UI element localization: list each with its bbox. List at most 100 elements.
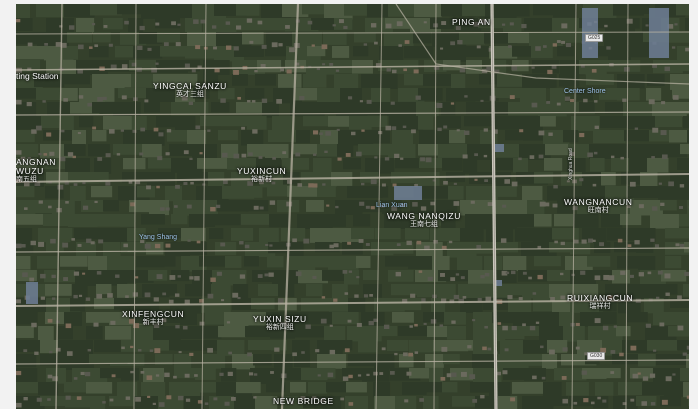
building bbox=[374, 41, 378, 45]
building bbox=[566, 180, 570, 183]
building bbox=[546, 101, 551, 104]
field-parcel bbox=[217, 200, 249, 212]
field-parcel bbox=[343, 158, 361, 170]
field-parcel bbox=[346, 382, 367, 393]
building bbox=[235, 25, 242, 30]
building bbox=[116, 153, 121, 156]
field-parcel bbox=[522, 396, 554, 409]
field-parcel bbox=[398, 326, 433, 337]
field-parcel bbox=[147, 172, 175, 186]
field-parcel bbox=[647, 340, 678, 351]
building bbox=[538, 154, 544, 159]
place-label-wang-nanqizu[interactable]: WANG NANQIZU 王南七组 bbox=[387, 211, 461, 228]
building bbox=[40, 273, 46, 279]
field-parcel bbox=[141, 382, 166, 398]
field-parcel bbox=[337, 144, 354, 157]
building bbox=[271, 42, 278, 48]
building bbox=[214, 68, 220, 73]
building bbox=[303, 238, 310, 244]
building bbox=[31, 322, 37, 328]
field-parcel bbox=[464, 116, 499, 127]
poi-label-lian-xuan[interactable]: Lian Xuan bbox=[376, 202, 408, 209]
building bbox=[199, 299, 204, 303]
place-label-new-bridge[interactable]: NEW BRIDGE bbox=[273, 396, 334, 406]
field-parcel bbox=[438, 144, 469, 158]
building bbox=[584, 352, 589, 356]
building bbox=[246, 18, 253, 23]
field-parcel bbox=[200, 116, 235, 127]
building bbox=[390, 371, 395, 375]
building bbox=[158, 132, 164, 137]
building bbox=[279, 322, 284, 326]
building bbox=[500, 238, 507, 243]
field-parcel bbox=[549, 242, 581, 253]
field-parcel bbox=[244, 256, 259, 267]
building bbox=[348, 270, 353, 273]
poi-label-yang-shang[interactable]: Yang Shang bbox=[139, 234, 178, 241]
place-label-xinfengcun[interactable]: XINFENGCUN 新丰村 bbox=[122, 309, 185, 326]
building bbox=[239, 274, 246, 279]
field-parcel bbox=[444, 312, 466, 325]
field-parcel bbox=[110, 354, 141, 366]
field-parcel bbox=[317, 354, 347, 369]
place-label-yingcai-sanzu[interactable]: YINGCAI SANZU 英才三组 bbox=[153, 81, 227, 98]
building bbox=[518, 157, 522, 161]
place-label-ping-an[interactable]: PING AN bbox=[452, 17, 491, 27]
place-label-ting-station[interactable]: ting Station bbox=[16, 71, 59, 81]
field-parcel bbox=[363, 130, 391, 144]
field-parcel bbox=[266, 382, 286, 393]
field-parcel bbox=[489, 46, 518, 59]
field-parcel bbox=[660, 396, 682, 407]
building bbox=[200, 19, 206, 24]
building bbox=[181, 95, 188, 101]
field-parcel bbox=[89, 46, 109, 58]
satellite-map[interactable]: PING AN ting Station YINGCAI SANZU 英才三组 … bbox=[16, 4, 689, 409]
field-parcel bbox=[169, 144, 195, 156]
building bbox=[316, 67, 321, 71]
building bbox=[483, 128, 488, 132]
field-parcel bbox=[155, 354, 173, 366]
field-parcel bbox=[683, 116, 689, 129]
field-parcel bbox=[371, 242, 394, 256]
place-label-yuxin-sizu[interactable]: YUXIN SIZU 裕新四组 bbox=[253, 314, 307, 331]
building bbox=[72, 155, 76, 159]
field-parcel bbox=[267, 186, 288, 197]
place-label-wangnancun[interactable]: WANGNANCUN 旺南村 bbox=[564, 197, 633, 214]
field-parcel bbox=[547, 270, 578, 282]
building bbox=[34, 351, 39, 355]
field-parcel bbox=[232, 270, 247, 285]
field-parcel bbox=[16, 200, 36, 215]
building bbox=[219, 372, 224, 376]
place-label-angnan-wuzu[interactable]: ANGNAN WUZU 南五组 bbox=[16, 157, 56, 183]
field-parcel bbox=[522, 186, 543, 201]
building bbox=[169, 275, 176, 280]
field-parcel bbox=[121, 368, 139, 381]
building bbox=[30, 240, 36, 246]
field-parcel bbox=[404, 46, 434, 59]
building bbox=[160, 207, 165, 211]
field-parcel bbox=[198, 326, 222, 339]
field-parcel bbox=[303, 74, 327, 88]
field-parcel bbox=[16, 326, 34, 338]
building bbox=[94, 44, 99, 48]
building bbox=[580, 64, 585, 68]
field-parcel bbox=[189, 102, 209, 113]
field-parcel bbox=[498, 354, 529, 370]
field-parcel bbox=[169, 382, 201, 397]
building bbox=[385, 125, 392, 131]
place-label-yuxincun[interactable]: YUXINCUN 裕新村 bbox=[237, 166, 287, 183]
building bbox=[277, 298, 284, 304]
building bbox=[451, 372, 457, 377]
field-parcel bbox=[448, 186, 464, 200]
poi-label-center-shore[interactable]: Center Shore bbox=[564, 88, 606, 95]
field-parcel bbox=[177, 172, 209, 184]
building bbox=[450, 277, 456, 282]
field-parcel bbox=[441, 214, 456, 229]
field-parcel bbox=[61, 88, 78, 101]
field-parcel bbox=[227, 158, 257, 170]
field-parcel bbox=[120, 214, 136, 227]
place-label-ruixiangcun[interactable]: RUIXIANGCUN 瑞祥村 bbox=[567, 293, 634, 310]
field-parcel bbox=[64, 4, 95, 18]
field-parcel bbox=[267, 256, 284, 268]
building bbox=[344, 292, 349, 295]
